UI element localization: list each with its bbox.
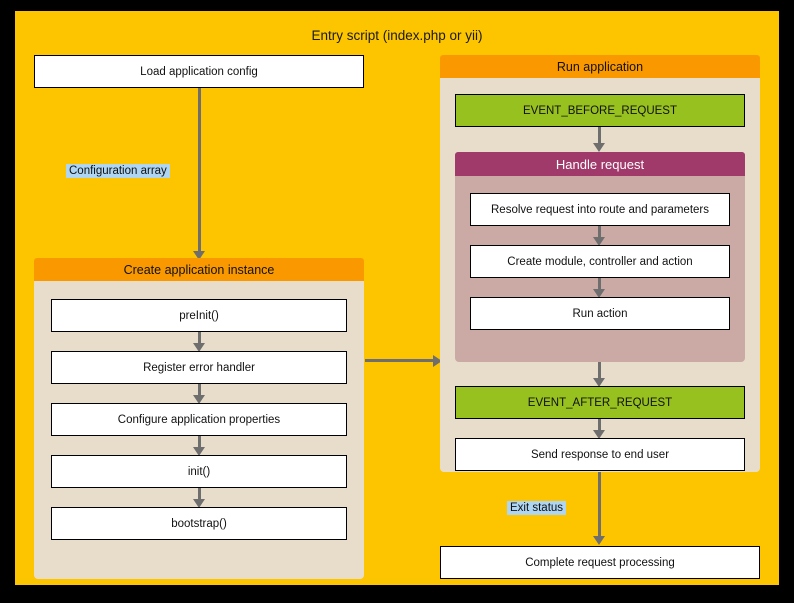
arrow-configure-to-init	[198, 436, 201, 449]
handle-request-header: Handle request	[455, 152, 745, 176]
event-after-request-box[interactable]: EVENT_AFTER_REQUEST	[455, 386, 745, 419]
handle-request-panel: Handle request Resolve request into rout…	[455, 152, 745, 362]
edge-label-exit-status: Exit status	[507, 501, 567, 515]
run-application-header: Run application	[440, 55, 760, 78]
step-resolve-request-box[interactable]: Resolve request into route and parameter…	[470, 193, 730, 226]
arrow-head-event-after-request	[593, 430, 605, 439]
arrow-load-config-to-create-app	[198, 88, 201, 254]
arrow-head-register-error-handler	[193, 395, 205, 404]
arrow-head-resolve-request	[593, 237, 605, 246]
arrow-head-run-app-to-complete	[593, 536, 605, 545]
create-application-instance-header: Create application instance	[34, 258, 364, 281]
event-before-request-box[interactable]: EVENT_BEFORE_REQUEST	[455, 94, 745, 127]
arrow-run-app-to-complete	[598, 472, 601, 539]
step-create-module-controller-action-box[interactable]: Create module, controller and action	[470, 245, 730, 278]
arrow-event-after-to-send-response	[598, 419, 601, 432]
arrow-head-init	[193, 499, 205, 508]
step-bootstrap-box[interactable]: bootstrap()	[51, 507, 347, 540]
arrow-head-configure	[193, 447, 205, 456]
arrow-head-event-before-request	[593, 143, 605, 152]
create-application-instance-panel: Create application instance preInit() Re…	[34, 258, 364, 579]
arrow-event-before-to-handle-request	[598, 127, 601, 145]
run-application-panel: Run application EVENT_BEFORE_REQUEST Han…	[440, 55, 760, 472]
load-application-config-box[interactable]: Load application config	[34, 55, 364, 88]
complete-request-processing-box[interactable]: Complete request processing	[440, 546, 760, 579]
arrow-handle-request-to-event-after	[598, 362, 601, 380]
arrow-head-handle-request	[593, 378, 605, 387]
arrow-head-load-config-to-create-app	[193, 251, 205, 260]
send-response-box[interactable]: Send response to end user	[455, 438, 745, 471]
arrow-head-create-app-to-run-app	[433, 355, 442, 367]
arrow-register-error-handler-to-configure	[198, 384, 201, 397]
step-configure-application-properties-box[interactable]: Configure application properties	[51, 403, 347, 436]
step-register-error-handler-box[interactable]: Register error handler	[51, 351, 347, 384]
edge-label-configuration-array: Configuration array	[66, 164, 170, 178]
step-preinit-box[interactable]: preInit()	[51, 299, 347, 332]
arrow-resolve-to-create-module	[598, 226, 601, 239]
arrow-head-create-module	[593, 289, 605, 298]
arrow-preinit-to-register-error-handler	[198, 332, 201, 345]
diagram-title: Entry script (index.php or yii)	[311, 28, 483, 43]
arrow-head-preinit	[193, 343, 205, 352]
step-run-action-box[interactable]: Run action	[470, 297, 730, 330]
entry-script-panel: Entry script (index.php or yii) Load app…	[15, 11, 779, 585]
step-init-box[interactable]: init()	[51, 455, 347, 488]
arrow-create-module-to-run-action	[598, 278, 601, 291]
arrow-init-to-bootstrap	[198, 488, 201, 501]
arrow-create-app-to-run-app	[365, 359, 435, 362]
